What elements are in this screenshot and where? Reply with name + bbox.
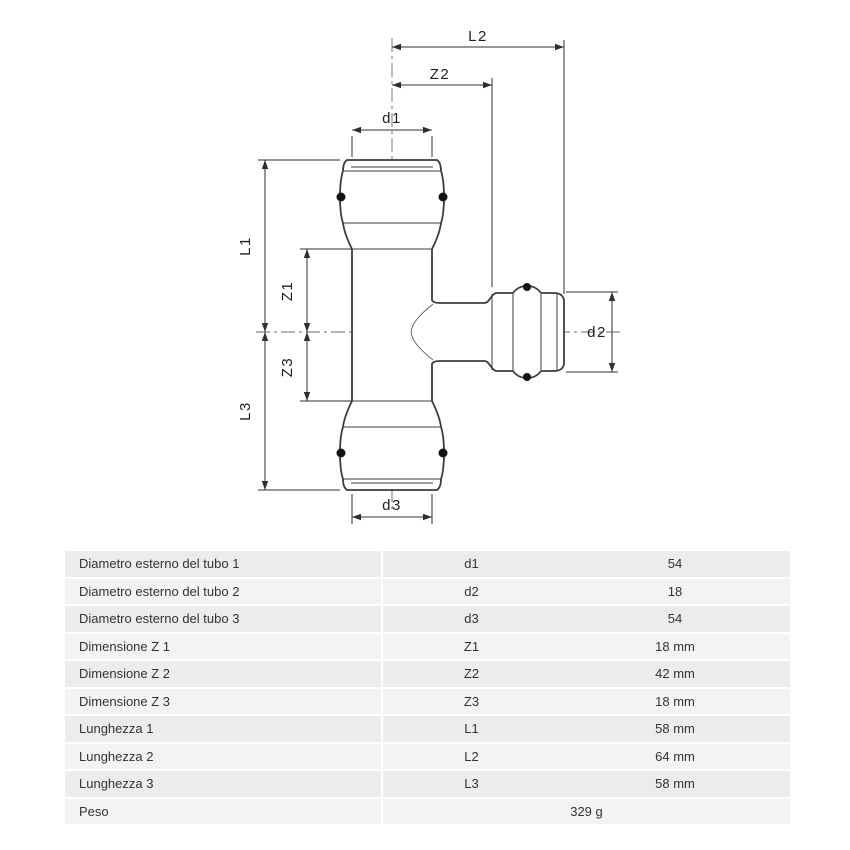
spec-symbol: Z3	[463, 693, 480, 709]
spec-label: Lunghezza 2	[65, 743, 383, 769]
spec-symbol: L1	[464, 721, 479, 737]
spec-value: 42 mm	[655, 666, 695, 682]
table-row: Lunghezza 2 L2 64 mm	[65, 743, 790, 771]
spec-symbol: L3	[464, 776, 479, 792]
table-row: Lunghezza 3 L3 58 mm	[65, 771, 790, 799]
technical-drawing: L2 Z2 d1 L1	[237, 28, 622, 524]
o-ring-dot	[523, 373, 531, 381]
o-ring-dot	[336, 192, 346, 202]
dim-label-Z2: Z2	[430, 66, 451, 83]
spec-symbol: L2	[464, 748, 479, 764]
dimension-Z1: Z1	[279, 248, 352, 332]
dimension-Z3: Z3	[279, 332, 352, 402]
dimension-d3: d3	[351, 494, 433, 524]
spec-value: 58 mm	[655, 776, 695, 792]
table-row: Dimensione Z 1 Z1 18 mm	[65, 633, 790, 661]
dim-label-d3: d3	[382, 497, 402, 514]
table-row: Diametro esterno del tubo 1 d1 54	[65, 551, 790, 579]
spec-value: 329 g	[570, 803, 603, 819]
table-row: Dimensione Z 2 Z2 42 mm	[65, 661, 790, 689]
dimension-L2: L2	[392, 28, 565, 294]
dimension-L3: L3	[237, 332, 340, 491]
dimension-Z2: Z2	[392, 66, 493, 287]
o-ring-dot	[438, 192, 448, 202]
tee-fitting-outline	[336, 159, 565, 491]
o-ring-dot	[523, 283, 531, 291]
spec-symbol: Z1	[463, 638, 480, 654]
spec-value: 18 mm	[655, 638, 695, 654]
table-row-weight: Peso 329 g	[65, 798, 790, 824]
dim-label-d2: d2	[587, 324, 607, 341]
spec-label: Diametro esterno del tubo 3	[65, 606, 383, 632]
dim-label-Z1: Z1	[279, 281, 296, 302]
spec-label: Dimensione Z 2	[65, 661, 383, 687]
dim-label-Z3: Z3	[279, 357, 296, 378]
dimension-L1: L1	[237, 159, 340, 332]
spec-value: 18	[667, 583, 683, 599]
press-bead-contours	[342, 166, 558, 484]
spec-value: 54	[667, 556, 683, 572]
dimension-d2: d2	[566, 291, 618, 373]
spec-table: Diametro esterno del tubo 1 d1 54 Diamet…	[65, 551, 790, 824]
spec-label: Diametro esterno del tubo 1	[65, 551, 383, 577]
spec-label: Peso	[65, 798, 383, 824]
spec-label: Dimensione Z 3	[65, 688, 383, 714]
spec-label: Lunghezza 1	[65, 716, 383, 742]
spec-symbol: d3	[464, 611, 479, 627]
spec-label: Diametro esterno del tubo 2	[65, 578, 383, 604]
spec-value: 18 mm	[655, 693, 695, 709]
table-row: Dimensione Z 3 Z3 18 mm	[65, 688, 790, 716]
dimension-d1: d1	[351, 110, 433, 157]
o-ring-seals	[336, 192, 531, 458]
spec-label: Dimensione Z 1	[65, 633, 383, 659]
spec-value: 58 mm	[655, 721, 695, 737]
dim-label-L3: L3	[237, 401, 254, 421]
fitting-body	[339, 159, 565, 491]
dim-label-d1: d1	[382, 110, 402, 127]
dim-label-L1: L1	[237, 236, 254, 256]
spec-value: 64 mm	[655, 748, 695, 764]
spec-symbol: Z2	[463, 666, 480, 682]
table-row: Diametro esterno del tubo 2 d2 18	[65, 578, 790, 606]
branch-saddle-line	[410, 303, 434, 361]
o-ring-dot	[438, 448, 448, 458]
dim-label-L2: L2	[468, 28, 488, 45]
spec-symbol: d1	[464, 556, 479, 572]
table-row: Lunghezza 1 L1 58 mm	[65, 716, 790, 744]
spec-value: 54	[667, 611, 683, 627]
table-row: Diametro esterno del tubo 3 d3 54	[65, 606, 790, 634]
o-ring-dot	[336, 448, 346, 458]
spec-symbol: d2	[464, 583, 479, 599]
spec-label: Lunghezza 3	[65, 771, 383, 797]
